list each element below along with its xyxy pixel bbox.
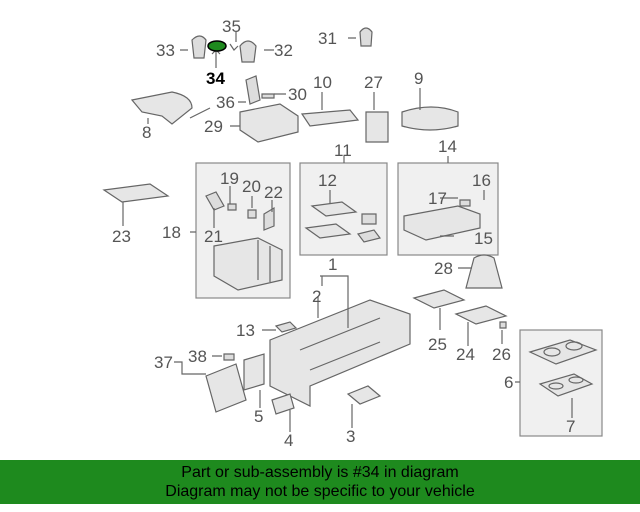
part-5 [243,353,265,391]
part-8-lever [130,91,193,125]
part-27 [365,111,389,143]
callout-11: 11 [334,141,352,160]
callout-30: 30 [288,85,307,104]
bottom-strip [0,504,640,512]
callout-29: 29 [204,117,223,136]
callout-3: 3 [346,427,355,446]
callout-37: 37 [154,353,173,372]
callout-10: 10 [313,73,332,92]
callout-19: 19 [220,169,239,188]
callout-36: 36 [216,93,235,112]
callout-5: 5 [254,407,263,426]
callout-27: 27 [364,73,383,92]
part-4 [271,393,295,415]
part-30 [261,93,275,99]
callout-18: 18 [162,223,181,242]
part-9-armrest [401,106,459,131]
part-38 [223,353,235,361]
part-3 [346,385,382,405]
callout-9: 9 [414,69,423,88]
part-21 [205,191,225,211]
callout-21: 21 [204,227,223,246]
part-34-highlighted[interactable] [207,40,227,52]
callout-17: 17 [428,189,447,208]
banner-line-2: Diagram may not be specific to your vehi… [165,483,475,500]
part-12 [310,201,358,217]
callout-15: 15 [474,229,493,248]
callout-31: 31 [318,29,337,48]
callout-4: 4 [284,431,293,450]
callout-34[interactable]: 34 [206,69,225,88]
callout-12: 12 [318,171,337,190]
part-knob-33 [191,35,207,59]
part-28-boot [465,254,503,289]
part-22 [263,206,275,231]
part-clip-35 [229,43,239,51]
part-36 [245,75,261,105]
callout-35: 35 [222,17,241,36]
part-24 [454,305,508,325]
part-1-console [269,299,411,407]
callout-26: 26 [492,345,511,364]
part-14-lid [403,205,481,241]
banner-line-1: Part or sub-assembly is #34 in diagram [181,464,459,481]
callout-23: 23 [112,227,131,246]
callout-25: 25 [428,335,447,354]
part-6-cupholder [528,339,598,365]
part-23-mat [102,183,170,203]
callout-32: 32 [274,41,293,60]
callout-1: 1 [328,255,337,274]
callout-13: 13 [236,321,255,340]
part-7 [538,373,594,397]
callout-16: 16 [472,171,491,190]
part-13 [274,321,298,333]
parts-diagram: 35 31 33 32 34 10 27 9 36 30 29 8 11 14 … [102,17,603,450]
callout-8: 8 [142,123,151,142]
callout-33: 33 [156,41,175,60]
part-25 [412,289,466,309]
callout-22: 22 [264,183,283,202]
callout-20: 20 [242,177,261,196]
callout-6: 6 [504,373,513,392]
callout-2: 2 [312,287,321,306]
callout-28: 28 [434,259,453,278]
part-20 [247,209,257,219]
part-19 [227,203,237,211]
callout-38: 38 [188,347,207,366]
callout-7: 7 [566,417,575,436]
part-10-tray [300,109,360,127]
part-37-panel [205,363,247,413]
part-shift-knob [359,27,373,47]
callout-24: 24 [456,345,475,364]
part-29-base [239,103,299,143]
info-banner: Part or sub-assembly is #34 in diagram D… [0,460,640,504]
part-knob-32 [239,40,257,63]
part-bin [213,237,283,291]
callout-14: 14 [438,137,457,156]
